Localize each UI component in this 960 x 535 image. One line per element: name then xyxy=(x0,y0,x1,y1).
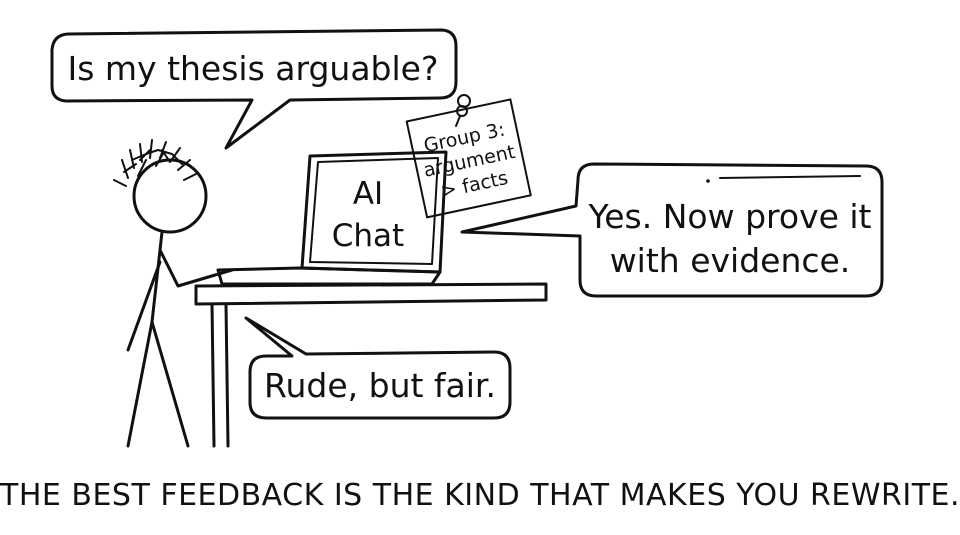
ai-reply-bubble: Yes. Now prove it with evidence. xyxy=(460,162,884,298)
laptop: AI Chat xyxy=(216,150,448,286)
ai-reply-line-1: Yes. Now prove it xyxy=(587,197,871,236)
student-reaction-bubble: Rude, but fair. xyxy=(244,316,512,420)
leg-right xyxy=(150,320,190,448)
body xyxy=(150,230,164,324)
pushpin-icon xyxy=(455,94,471,127)
leg-left xyxy=(126,320,154,448)
student-bubble-text: Is my thesis arguable? xyxy=(67,49,438,88)
student-speech-bubble: Is my thesis arguable? xyxy=(50,28,458,150)
arm-left xyxy=(126,260,162,352)
stick-figure-student xyxy=(113,139,234,448)
student-reaction-text: Rude, but fair. xyxy=(264,366,496,405)
ai-reply-line-2: with evidence. xyxy=(610,241,851,280)
arm-right xyxy=(158,248,234,288)
laptop-screen-line-2: Chat xyxy=(332,218,404,254)
messy-hair xyxy=(113,139,197,187)
head xyxy=(132,158,208,234)
comic-caption: THE BEST FEEDBACK IS THE KIND THAT MAKES… xyxy=(0,478,960,513)
sticky-note: Group 3: argument > facts xyxy=(405,98,532,219)
laptop-screen-line-1: AI xyxy=(353,176,383,212)
desk xyxy=(194,282,548,448)
